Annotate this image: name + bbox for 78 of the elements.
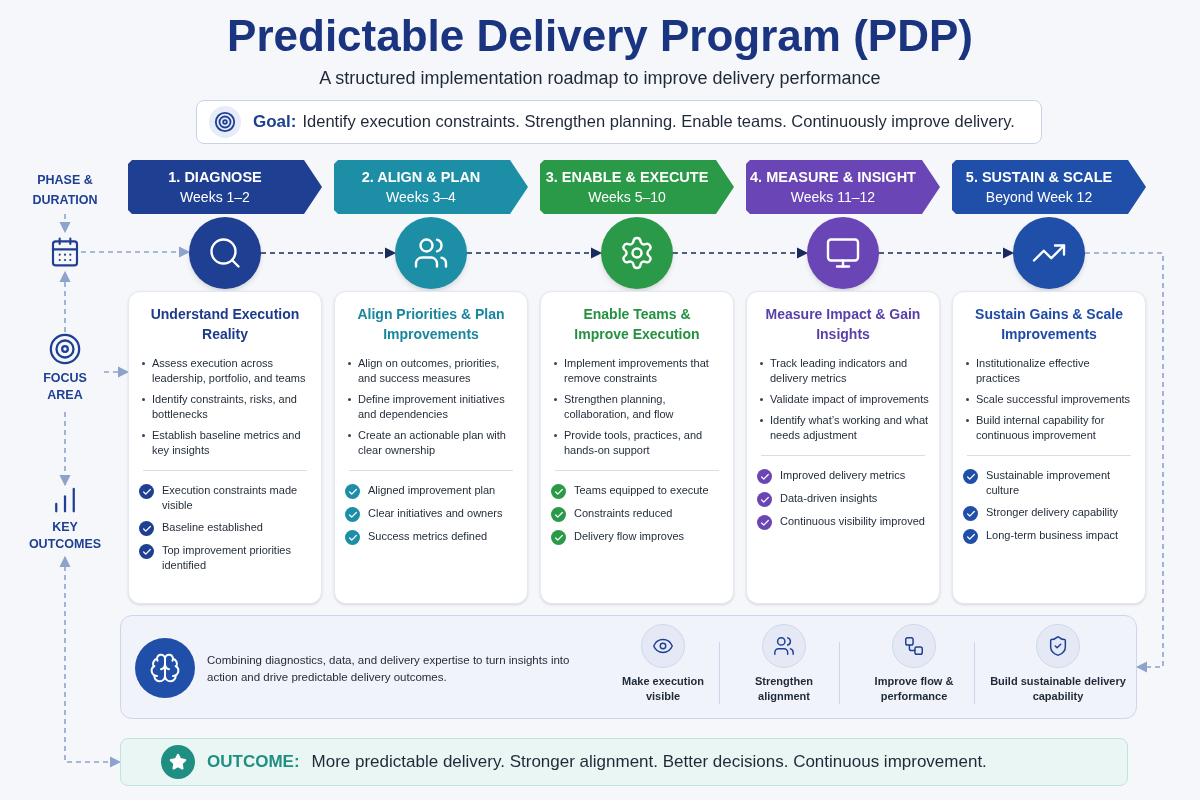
- outcome-item: Aligned improvement plan: [368, 483, 496, 498]
- phase-name: 1. DIAGNOSE: [168, 168, 262, 187]
- outcome-item: Sustainable improvement culture: [986, 468, 1112, 498]
- phase-card: [128, 291, 322, 604]
- dashed-arrow: [1084, 252, 1164, 673]
- card-title: Align Priorities & Plan Improvements: [356, 305, 506, 344]
- bullet-item: Define improvement initiatives and dependencies: [345, 392, 517, 422]
- bullet-item: Track leading indicators and delivery metrics: [757, 356, 929, 386]
- outcome-item: Data-driven insights: [780, 491, 878, 506]
- bullet-item: Align on outcomes, priorities, and success measures: [345, 356, 517, 386]
- dashed-arrow: [59, 270, 71, 333]
- bullet-item: Implement improvements that remove constraints: [551, 356, 723, 386]
- bullet-item: Institutionalize effective practices: [963, 356, 1135, 386]
- bullet-item: Identify constraints, risks, and bottlenecks: [139, 392, 311, 422]
- dashed-arrow: [878, 247, 1015, 259]
- phase-name: 2. ALIGN & PLAN: [361, 168, 481, 187]
- phase-duration: Weeks 1–2: [180, 188, 250, 207]
- outcome-item: Stronger delivery capability: [986, 505, 1119, 520]
- pillar-label: Improve flow & performance: [873, 674, 955, 704]
- card-title: Enable Teams & Improve Execution: [573, 305, 701, 344]
- dashed-arrow: [59, 555, 122, 768]
- bullet-item: Create an actionable plan with clear ownership: [345, 428, 517, 458]
- outcome-item: Success metrics defined: [368, 529, 488, 544]
- title: Predictable Delivery Program (PDP): [226, 10, 974, 62]
- outcome-item: Execution constraints made visible: [162, 483, 299, 513]
- panel-description: Combining diagnostics, data, and delivery expertise to turn insights into action and drive predictable delivery outcomes.: [207, 653, 571, 685]
- phase-duration: Weeks 5–10: [588, 188, 666, 207]
- row-label: PHASE & DURATION: [12, 170, 118, 214]
- outcome-item: Baseline established: [162, 520, 263, 535]
- bullet-item: Scale successful improvements: [963, 392, 1135, 407]
- bullet-item: Identify what’s working and what needs adjustment: [757, 413, 929, 443]
- phase-duration: Weeks 3–4: [386, 188, 456, 207]
- subtitle: A structured implementation roadmap to improve delivery performance: [318, 67, 882, 90]
- phase-card: [952, 291, 1146, 604]
- goal-text: Identify execution constraints. Strengthen planning. Enable teams. Continuously improve delivery.: [302, 111, 1015, 133]
- dashed-arrow: [59, 213, 71, 234]
- outcome-item: Long-term business impact: [986, 528, 1119, 543]
- phase-card: [334, 291, 528, 604]
- outcome-item: Teams equipped to execute: [574, 483, 709, 498]
- outcome-banner: [120, 738, 1128, 786]
- dashed-arrow: [103, 366, 130, 378]
- outcome-item: Top improvement priorities identified: [162, 543, 292, 573]
- outcome-item: Continuous visibility improved: [780, 514, 925, 529]
- bullet-item: Assess execution across leadership, portfolio, and teams: [139, 356, 311, 386]
- phase-name: 4. MEASURE & INSIGHT: [750, 168, 916, 187]
- card-title: Understand Execution Reality: [149, 305, 301, 344]
- outcome-item: Constraints reduced: [574, 506, 673, 521]
- phase-duration: Weeks 11–12: [790, 188, 876, 207]
- outcome-item: Improved delivery metrics: [780, 468, 906, 483]
- outcome-item: Clear initiatives and owners: [368, 506, 503, 521]
- dashed-arrow: [260, 247, 397, 259]
- card-title: Sustain Gains & Scale Improvements: [974, 305, 1124, 344]
- phase-name: 5. SUSTAIN & SCALE: [965, 168, 1113, 187]
- bullet-item: Provide tools, practices, and hands-on support: [551, 428, 723, 458]
- bullet-item: Build internal capability for continuous improvement: [963, 413, 1135, 443]
- goal-label: Goal:: [253, 111, 297, 134]
- bullet-item: Strengthen planning, collaboration, and flow: [551, 392, 723, 422]
- pillar-label: Make execution visible: [621, 674, 705, 704]
- phase-card: [746, 291, 940, 604]
- outcome-text: More predictable delivery. Stronger alignment. Better decisions. Continuous improvement.: [311, 751, 987, 774]
- outcome-label: OUTCOME:: [207, 751, 300, 774]
- row-label: FOCUS AREA: [42, 370, 88, 404]
- info-panel: [120, 615, 1137, 719]
- outcome-item: Delivery flow improves: [574, 529, 685, 544]
- phase-duration: Beyond Week 12: [985, 188, 1093, 207]
- pillar-label: Strengthen alignment: [753, 674, 815, 704]
- dashed-arrow: [466, 247, 603, 259]
- pillar-label: Build sustainable delivery capability: [989, 674, 1127, 704]
- bullet-item: Establish baseline metrics and key insights: [139, 428, 311, 458]
- card-title: Measure Impact & Gain Insights: [764, 305, 922, 344]
- dashed-arrow: [80, 246, 191, 258]
- phase-card: [540, 291, 734, 604]
- dashed-arrow: [672, 247, 809, 259]
- bullet-item: Validate impact of improvements: [757, 392, 929, 407]
- dashed-arrow: [59, 411, 71, 487]
- row-label: KEY OUTCOMES: [27, 519, 103, 553]
- goal-banner: [196, 100, 1042, 144]
- phase-name: 3. ENABLE & EXECUTE: [545, 168, 709, 187]
